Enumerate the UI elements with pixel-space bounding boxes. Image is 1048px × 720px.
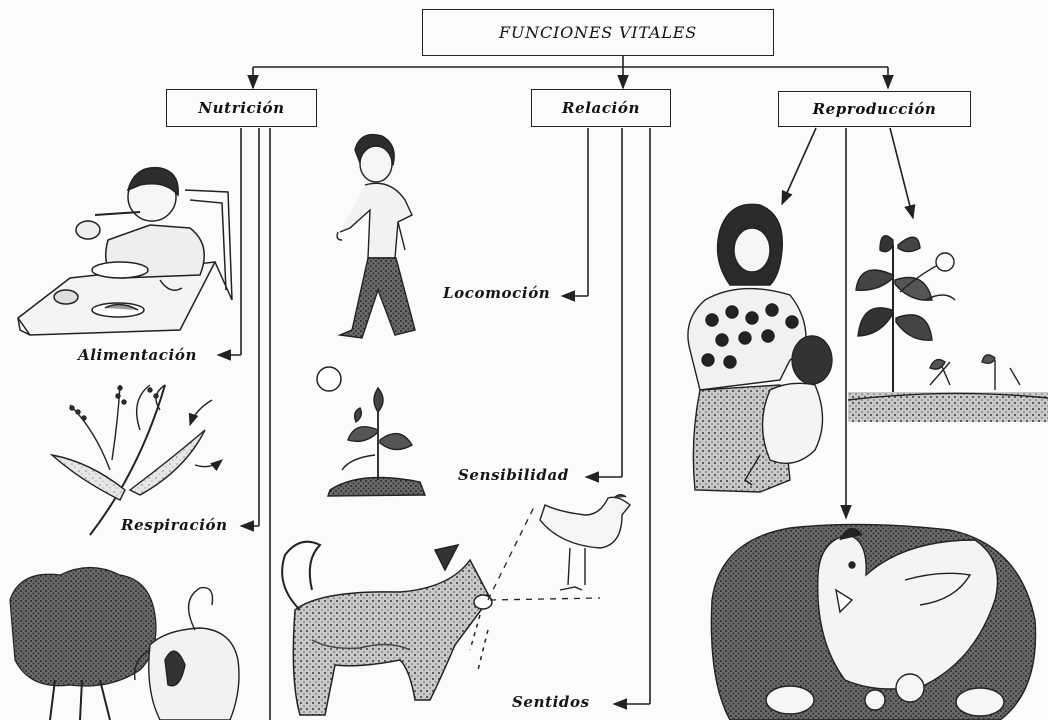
nutricion-connectors	[218, 128, 270, 720]
category-label-nutricion: Nutrición	[198, 99, 284, 117]
root-connectors	[253, 56, 888, 88]
function-label-sensibilidad: Sensibilidad	[458, 466, 569, 484]
category-label-reproduccion: Reproducción	[813, 100, 937, 118]
function-label-respiracion: Respiración	[121, 516, 228, 534]
hen-chicks-icon	[711, 524, 1035, 720]
flowering-plant-icon	[848, 236, 1048, 422]
root-box: FUNCIONES VITALES	[422, 9, 774, 56]
sprouting-plant-icon	[328, 388, 425, 496]
child-eating-icon	[18, 168, 232, 335]
mother-child-icon	[688, 204, 832, 492]
walking-boy-icon	[337, 135, 415, 338]
category-label-relacion: Relación	[562, 99, 640, 117]
category-box-nutricion: Nutrición	[166, 89, 317, 127]
plant-breathing-icon	[52, 385, 222, 535]
relacion-connectors	[562, 128, 650, 704]
function-label-alimentacion: Alimentación	[78, 346, 197, 364]
function-label-sentidos: Sentidos	[512, 693, 590, 711]
dog-smelling-icon	[282, 542, 492, 715]
sun-icon	[317, 367, 341, 391]
chicken-icon	[540, 495, 630, 590]
root-title: FUNCIONES VITALES	[499, 23, 697, 42]
shrub-icon	[10, 568, 156, 720]
category-box-reproduccion: Reproducción	[778, 91, 971, 127]
function-label-locomocion: Locomoción	[443, 284, 550, 302]
category-box-relacion: Relación	[531, 89, 671, 127]
